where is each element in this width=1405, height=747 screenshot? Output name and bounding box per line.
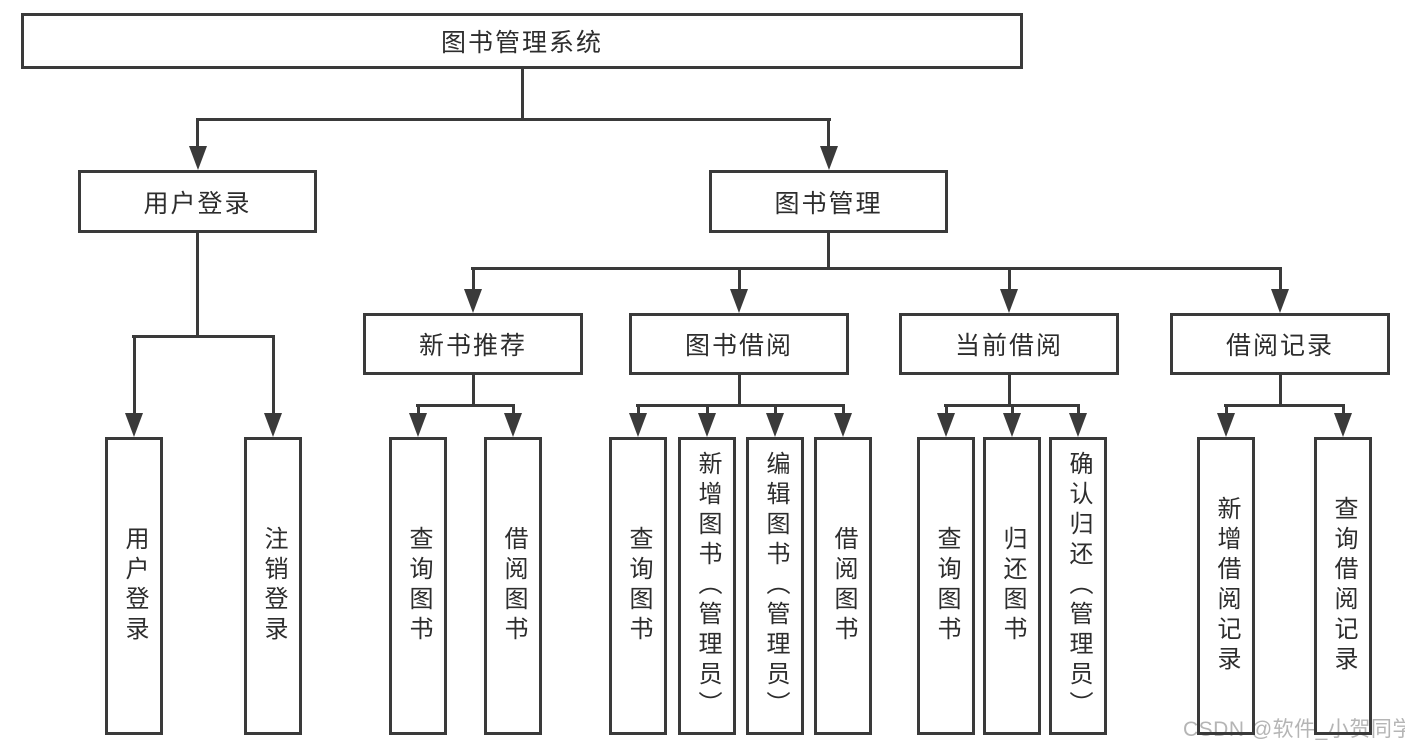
- node-label: 借阅图书: [500, 526, 527, 646]
- node-query-books-current: 查询图书: [917, 437, 975, 735]
- node-new-book-recommend: 新书推荐: [363, 313, 583, 375]
- node-label: 新增借阅记录: [1213, 496, 1240, 676]
- node-label: 图书管理: [774, 189, 883, 218]
- node-query-books-borrow: 查询图书: [609, 437, 667, 735]
- node-query-borrow-record: 查询借阅记录: [1314, 437, 1372, 735]
- node-label: 图书借阅: [684, 332, 793, 360]
- node-label: 查询图书: [933, 526, 960, 646]
- node-label: 图书管理系统: [440, 29, 603, 57]
- arrow-down-icon: [834, 413, 852, 437]
- arrow-shaft: [1278, 268, 1282, 293]
- arrow-down-icon: [1003, 413, 1021, 437]
- node-borrow-books-leaf: 借阅图书: [814, 437, 872, 735]
- node-user-login: 用户登录: [78, 170, 317, 233]
- connector-hline: [196, 117, 831, 121]
- arrow-down-icon: [698, 413, 716, 437]
- arrow-shaft: [737, 268, 741, 293]
- arrow-shaft: [1341, 405, 1345, 417]
- arrow-shaft: [196, 119, 199, 150]
- node-label: 查询图书: [625, 526, 652, 646]
- arrow-down-icon: [1069, 413, 1087, 437]
- arrow-down-icon: [1334, 413, 1352, 437]
- arrow-shaft: [705, 405, 709, 417]
- arrow-shaft: [1224, 405, 1228, 417]
- arrow-shaft: [841, 405, 845, 417]
- arrow-down-icon: [937, 413, 955, 437]
- node-confirm-return-admin: 确认归还（管理员）: [1049, 437, 1107, 735]
- arrow-shaft: [132, 336, 136, 417]
- arrow-down-icon: [1000, 289, 1018, 313]
- connector-hline: [471, 266, 1282, 270]
- node-label: 查询借阅记录: [1330, 496, 1357, 676]
- arrow-down-icon: [1217, 413, 1235, 437]
- arrow-shaft: [271, 336, 275, 417]
- arrow-shaft: [773, 405, 777, 417]
- connector-vline: [196, 233, 199, 338]
- node-label: 用户登录: [121, 526, 148, 646]
- arrow-shaft: [416, 405, 420, 417]
- node-logout: 注销登录: [244, 437, 302, 735]
- node-query-books-recommend: 查询图书: [389, 437, 447, 735]
- node-label: 归还图书: [999, 526, 1026, 646]
- arrow-down-icon: [730, 289, 748, 313]
- arrow-down-icon: [1271, 289, 1289, 313]
- arrow-shaft: [636, 405, 640, 417]
- node-label: 借阅记录: [1225, 332, 1334, 360]
- connector-hline: [416, 403, 515, 407]
- connector-hline: [132, 334, 275, 338]
- arrow-down-icon: [409, 413, 427, 437]
- connector-vline: [1007, 375, 1011, 407]
- node-label: 编辑图书（管理员）: [762, 451, 789, 721]
- arrow-down-icon: [504, 413, 522, 437]
- node-label: 查询图书: [405, 526, 432, 646]
- arrow-down-icon: [629, 413, 647, 437]
- arrow-down-icon: [766, 413, 784, 437]
- connector-vline: [737, 375, 741, 407]
- node-user-login-leaf: 用户登录: [105, 437, 163, 735]
- node-label: 确认归还（管理员）: [1065, 451, 1092, 721]
- node-label: 注销登录: [260, 526, 287, 646]
- node-label: 新增图书（管理员）: [694, 451, 721, 721]
- node-edit-book-admin: 编辑图书（管理员）: [746, 437, 804, 735]
- node-label: 用户登录: [143, 189, 252, 218]
- node-book-management: 图书管理: [709, 170, 948, 233]
- node-label: 当前借阅: [954, 332, 1063, 360]
- connector-vline: [1278, 375, 1282, 407]
- arrow-shaft: [944, 405, 948, 417]
- connector-hline: [636, 403, 845, 407]
- arrow-down-icon: [464, 289, 482, 313]
- node-book-borrowing: 图书借阅: [629, 313, 849, 375]
- arrow-shaft: [1010, 405, 1014, 417]
- node-current-borrowing: 当前借阅: [899, 313, 1119, 375]
- node-label: 借阅图书: [830, 526, 857, 646]
- arrow-shaft: [827, 119, 830, 150]
- node-return-book: 归还图书: [983, 437, 1041, 735]
- arrow-shaft: [1007, 268, 1011, 293]
- arrow-shaft: [471, 268, 475, 293]
- node-borrow-records: 借阅记录: [1170, 313, 1390, 375]
- connector-vline: [520, 69, 524, 121]
- connector-vline: [471, 375, 475, 407]
- arrow-down-icon: [188, 146, 207, 170]
- arrow-shaft: [1076, 405, 1080, 417]
- connector-hline: [1224, 403, 1345, 407]
- watermark: CSDN @软件_小贺同学: [1183, 718, 1405, 741]
- arrow-down-icon: [125, 413, 143, 437]
- node-add-book-admin: 新增图书（管理员）: [678, 437, 736, 735]
- node-add-borrow-record: 新增借阅记录: [1197, 437, 1255, 735]
- arrow-shaft: [511, 405, 515, 417]
- node-borrow-books-recommend: 借阅图书: [484, 437, 542, 735]
- node-library-management-system: 图书管理系统: [21, 13, 1023, 69]
- arrow-down-icon: [819, 146, 838, 170]
- node-label: 新书推荐: [418, 332, 527, 360]
- connector-vline: [827, 233, 830, 270]
- arrow-down-icon: [264, 413, 282, 437]
